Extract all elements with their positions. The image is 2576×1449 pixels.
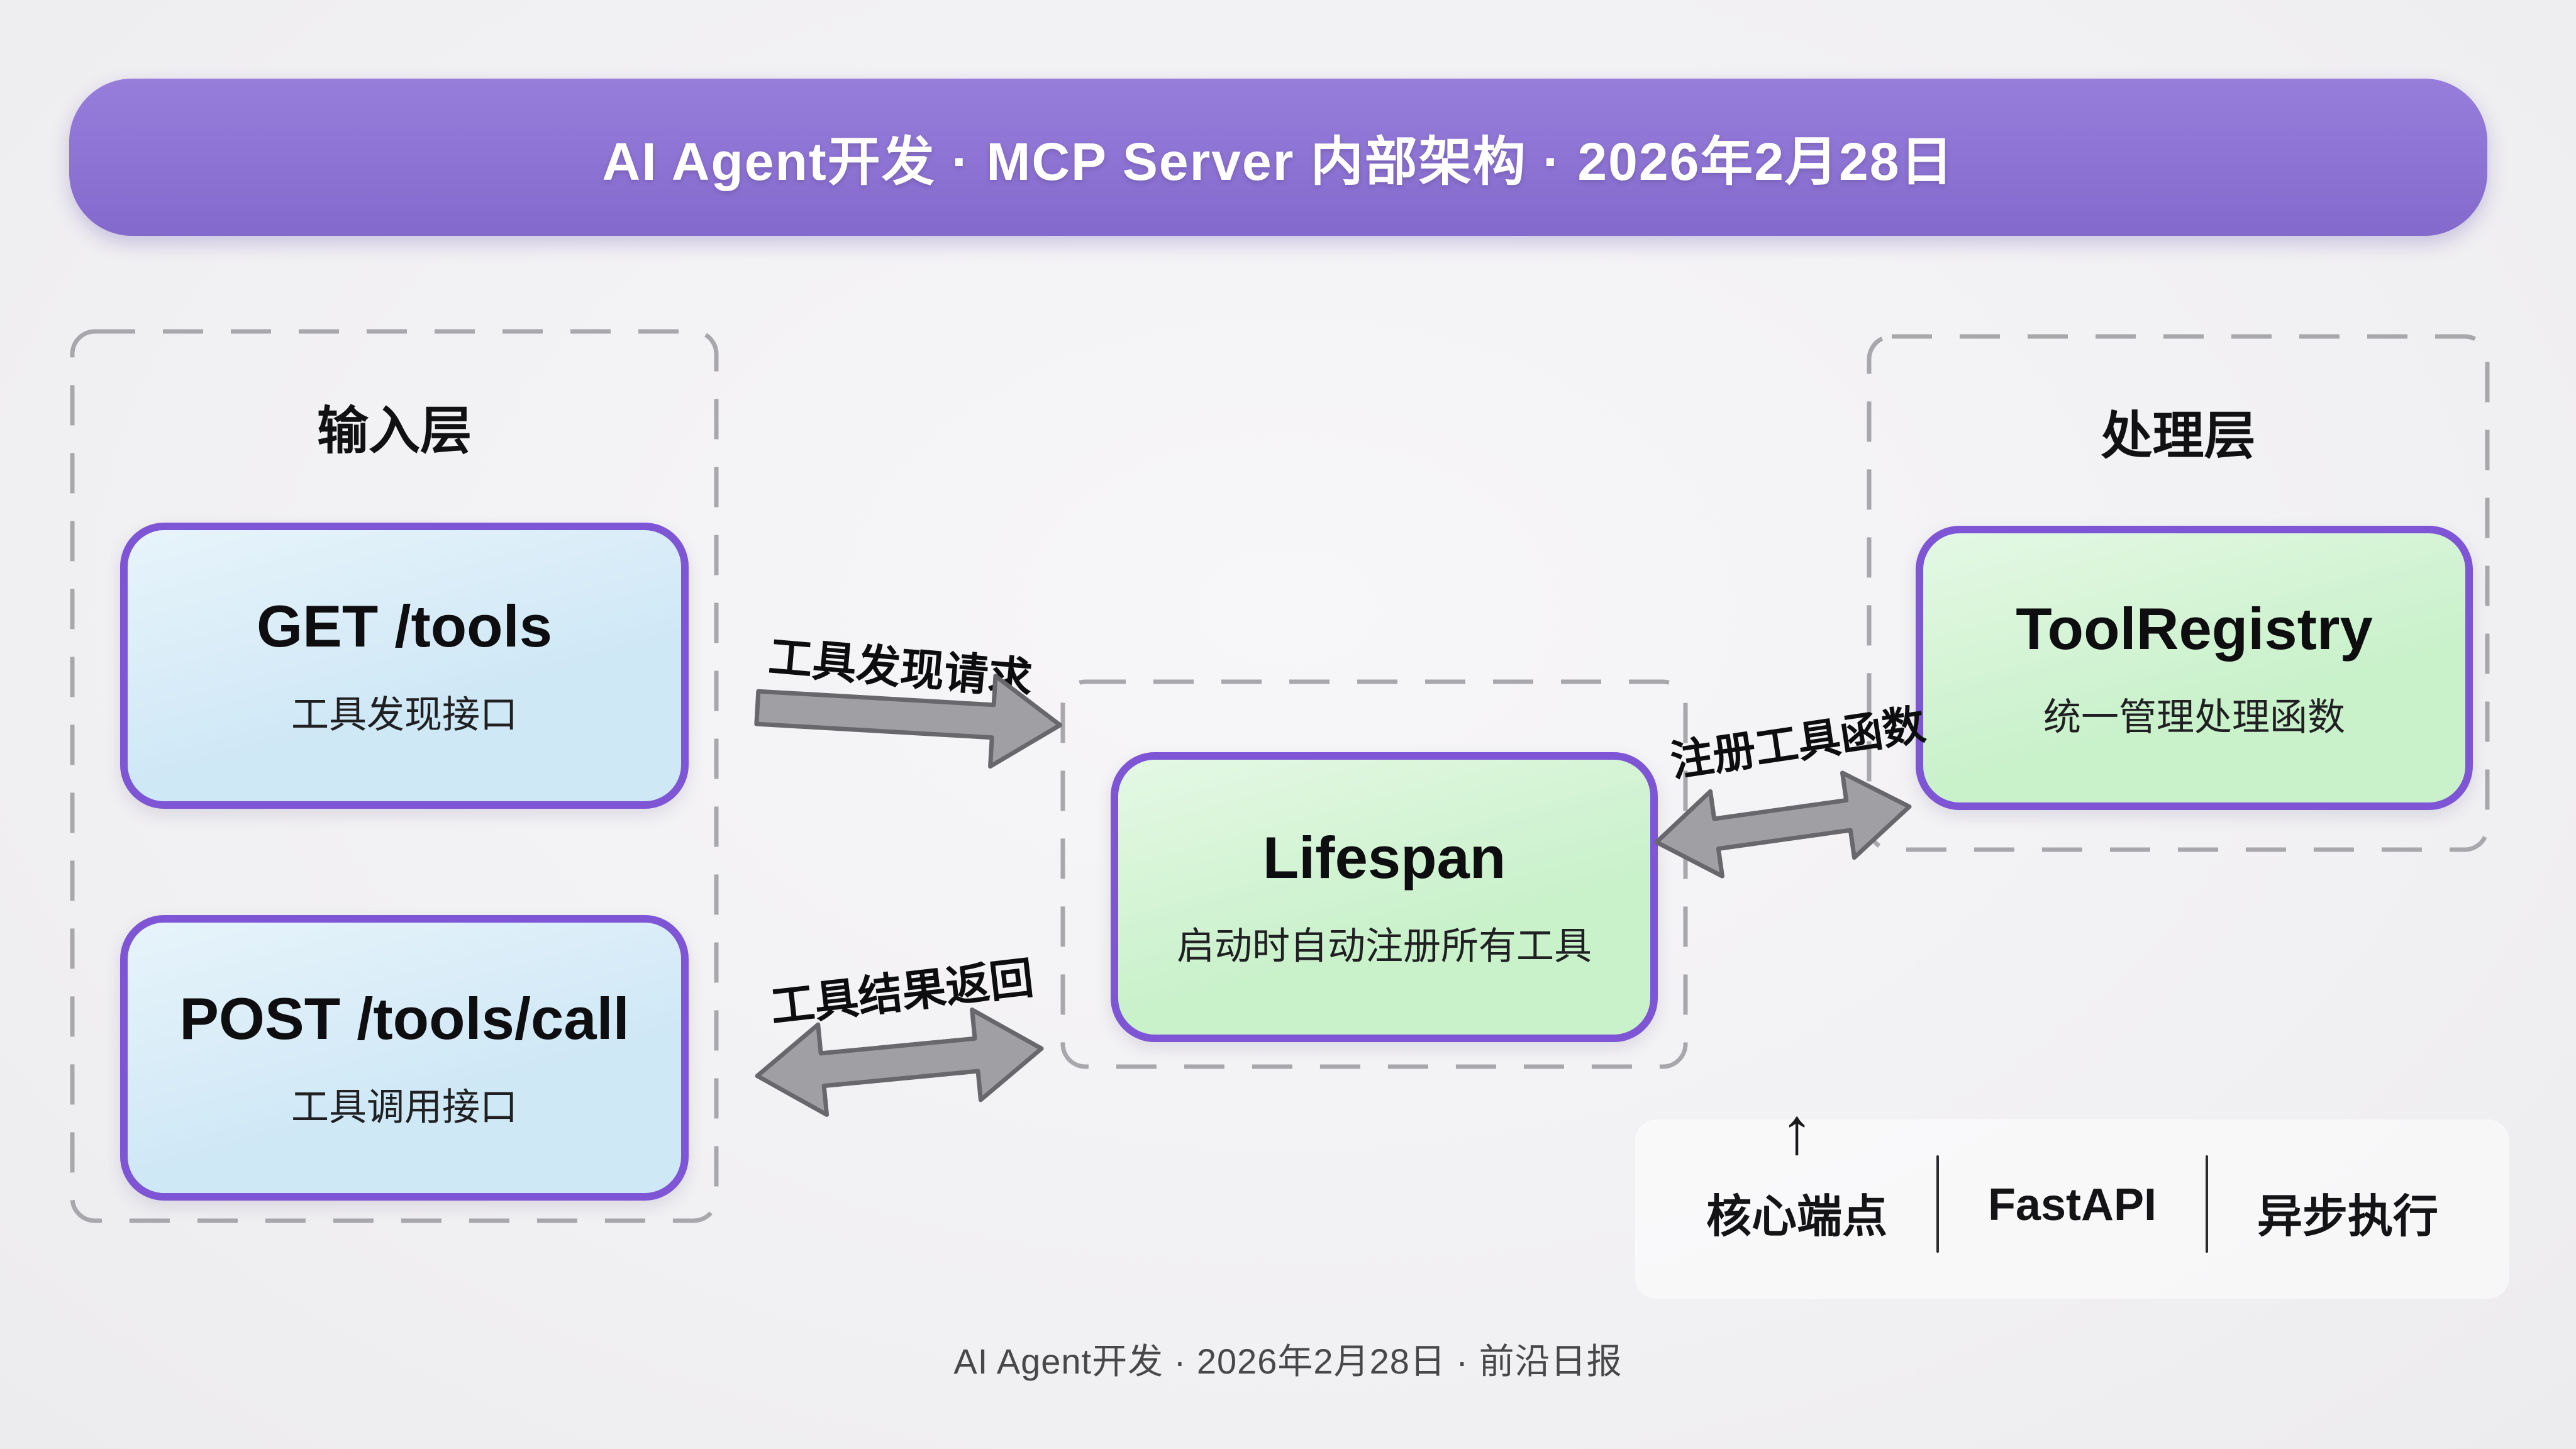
node-lifespan: Lifespan 启动时自动注册所有工具 — [1111, 752, 1658, 1042]
legend-divider — [1936, 1155, 1939, 1253]
processing-layer-label: 处理层 — [2101, 408, 2256, 465]
up-arrow-icon: ↑ — [1780, 1095, 1813, 1168]
node-subtitle: 统一管理处理函数 — [2043, 696, 2345, 738]
node-title: GET /tools — [257, 593, 552, 659]
flow-arrow-both-icon — [755, 1008, 1044, 1117]
footer-caption: AI Agent开发 · 2026年2月28日 · 前沿日报 — [953, 1341, 1623, 1381]
node-subtitle: 工具发现接口 — [291, 694, 518, 736]
input-layer-label: 输入层 — [316, 402, 472, 460]
title-banner: AI Agent开发 · MCP Server 内部架构 · 2026年2月28… — [69, 79, 2487, 236]
node-post-tools-call: POST /tools/call 工具调用接口 — [120, 915, 689, 1201]
legend-card: ↑ 核心端点 FastAPI 异步执行 — [1635, 1099, 2509, 1299]
legend-label: 核心端点 — [1706, 1192, 1887, 1242]
legend-divider — [2206, 1155, 2209, 1253]
node-title: POST /tools/call — [179, 985, 630, 1052]
dashed-border — [70, 329, 719, 1223]
node-subtitle: 工具调用接口 — [291, 1085, 518, 1128]
node-get-tools: GET /tools 工具发现接口 — [120, 523, 689, 809]
legend-item-fastapi: FastAPI — [1987, 1180, 2157, 1230]
lifespan-panel: Lifespan 启动时自动注册所有工具 — [1060, 679, 1689, 1070]
legend-item-async: 异步执行 — [2257, 1192, 2439, 1242]
banner-title: AI Agent开发 · MCP Server 内部架构 · 2026年2月28… — [602, 131, 1955, 191]
node-toolregistry: ToolRegistry 统一管理处理函数 — [1916, 526, 2473, 810]
flow-arrow-right-icon — [754, 674, 1063, 769]
node-title: ToolRegistry — [2016, 595, 2373, 662]
legend-item-core-endpoint: ↑ 核心端点 — [1706, 1099, 1887, 1245]
flow-arrow-both-icon — [1654, 770, 1912, 879]
node-title: Lifespan — [1262, 824, 1506, 891]
input-layer-panel: 输入层 GET /tools 工具发现接口 POST /tools/call 工… — [69, 328, 719, 1224]
node-subtitle: 启动时自动注册所有工具 — [1177, 925, 1592, 967]
dashed-border — [1060, 679, 1688, 1069]
dashed-border — [1867, 334, 2490, 852]
processing-layer-panel: 处理层 ToolRegistry 统一管理处理函数 — [1866, 333, 2490, 853]
